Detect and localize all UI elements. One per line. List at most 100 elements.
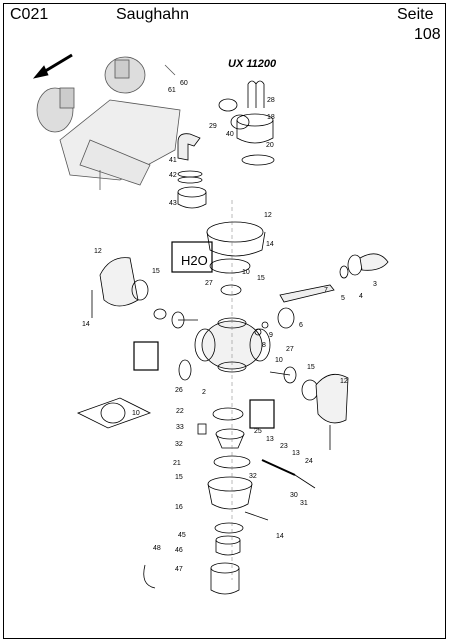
- callout-13: 13: [266, 436, 274, 443]
- callout-10: 10: [242, 269, 250, 276]
- assembly-overview-illustration: [36, 56, 181, 190]
- direction-arrow-icon: [32, 53, 73, 79]
- part-10-left: [171, 311, 198, 329]
- callout-15: 15: [307, 364, 315, 371]
- part-12-right: [315, 373, 349, 424]
- page-label: Seite: [397, 6, 434, 23]
- valve-position-symbol: [249, 399, 275, 429]
- part-15-left: [131, 279, 149, 301]
- page-number: 108: [414, 26, 441, 43]
- callout-32: 32: [249, 473, 257, 480]
- part-23: [261, 459, 296, 476]
- part-10-right: [269, 366, 297, 384]
- callout-12: 12: [264, 212, 272, 219]
- callout-13: 13: [292, 450, 300, 457]
- part-42: [177, 170, 203, 178]
- part-43: [177, 186, 207, 209]
- part-29: [218, 98, 238, 112]
- model-designation: UX 11200: [228, 58, 277, 70]
- callout-6: 6: [299, 322, 303, 329]
- callout-24: 24: [305, 458, 313, 465]
- callout-47: 47: [175, 566, 183, 573]
- callout-31: 31: [300, 500, 308, 507]
- part-14-bottom: [244, 511, 269, 521]
- callout-33: 33: [176, 424, 184, 431]
- callout-28: 28: [267, 97, 275, 104]
- callout-14: 14: [266, 241, 274, 248]
- callout-40: 40: [226, 131, 234, 138]
- callout-5: 5: [341, 295, 345, 302]
- callout-3: 3: [373, 281, 377, 288]
- part-48: [143, 564, 156, 589]
- part-16: [207, 476, 253, 510]
- page-frame: [3, 3, 446, 639]
- callout-20: 20: [266, 142, 274, 149]
- part-7: [279, 284, 335, 303]
- part-27-left: [153, 308, 167, 320]
- valve-position-symbol: [133, 341, 159, 371]
- part-40: [230, 114, 250, 130]
- part-12-left: [99, 257, 139, 307]
- callout-45: 45: [178, 532, 186, 539]
- part-33: [197, 423, 207, 435]
- part-12-top: [206, 221, 266, 257]
- callout-46: 46: [175, 547, 183, 554]
- part-18: [236, 113, 274, 144]
- h2o-symbol-label: H2O: [181, 253, 208, 268]
- part-15: [209, 258, 251, 274]
- part-47: [210, 562, 240, 595]
- callout-9: 9: [269, 332, 273, 339]
- callout-15: 15: [257, 275, 265, 282]
- part-45: [214, 522, 244, 534]
- detail-10-illustration: [76, 397, 152, 429]
- callout-15: 15: [152, 268, 160, 275]
- document-code: C021: [10, 6, 49, 23]
- callout-16: 16: [175, 504, 183, 511]
- callout-27: 27: [205, 280, 213, 287]
- callout-60: 60: [180, 80, 188, 87]
- h2o-symbol-box: [171, 241, 213, 273]
- callout-10: 10: [132, 410, 140, 417]
- callout-8: 8: [262, 342, 266, 349]
- callout-25: 25: [254, 428, 262, 435]
- callout-42: 42: [169, 172, 177, 179]
- callout-26: 26: [175, 387, 183, 394]
- part-28: [247, 80, 265, 108]
- callout-4: 4: [359, 293, 363, 300]
- callout-21: 21: [173, 460, 181, 467]
- part-6: [277, 307, 295, 329]
- part-21: [215, 428, 245, 449]
- part-15-right: [301, 379, 319, 401]
- part-26: [178, 359, 192, 381]
- callout-14: 14: [276, 533, 284, 540]
- callout-43: 43: [169, 200, 177, 207]
- callout-14: 14: [82, 321, 90, 328]
- callout-2: 2: [202, 389, 206, 396]
- callout-29: 29: [209, 123, 217, 130]
- part-5: [339, 265, 349, 279]
- part-41: [177, 133, 201, 161]
- callout-41: 41: [169, 157, 177, 164]
- callout-12: 12: [94, 248, 102, 255]
- part-10: [220, 284, 242, 296]
- part-3: [359, 253, 389, 271]
- callout-23: 23: [280, 443, 288, 450]
- callout-18: 18: [267, 114, 275, 121]
- part-8: [254, 328, 262, 336]
- callout-32: 32: [175, 441, 183, 448]
- valve-body-2: [194, 317, 271, 373]
- callout-27: 27: [286, 346, 294, 353]
- document-title: Saughahn: [116, 6, 189, 23]
- callout-7: 7: [324, 287, 328, 294]
- part-46: [215, 535, 241, 556]
- part-22: [212, 407, 244, 421]
- part-9: [261, 321, 269, 329]
- callout-12: 12: [340, 378, 348, 385]
- callout-30: 30: [290, 492, 298, 499]
- callout-61: 61: [168, 87, 176, 94]
- part-20: [241, 154, 275, 166]
- callout-48: 48: [153, 545, 161, 552]
- part-24: [294, 474, 316, 489]
- callout-22: 22: [176, 408, 184, 415]
